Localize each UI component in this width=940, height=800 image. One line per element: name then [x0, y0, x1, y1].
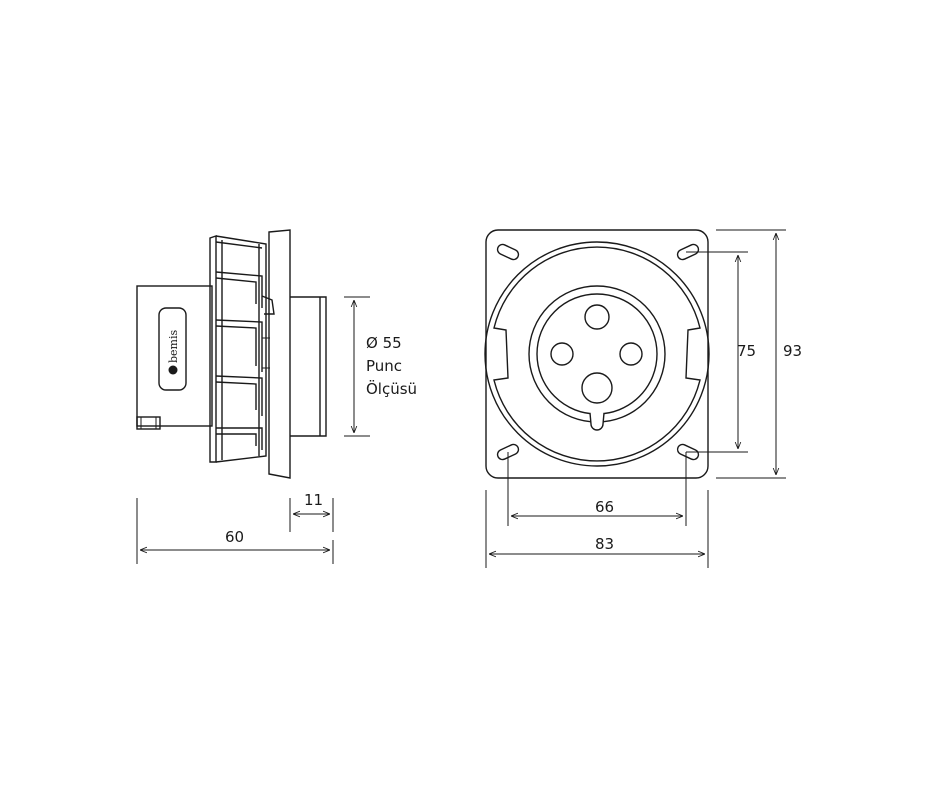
- pin-hole-top: [584, 304, 610, 330]
- hole-vertical-dimension-value: 75: [737, 342, 756, 360]
- bemis-logo: bemis: [167, 330, 180, 375]
- depth-dimension-value: 60: [225, 528, 244, 546]
- brand-badge: [158, 307, 187, 391]
- mounting-plate: [485, 229, 709, 479]
- side-view: bemis: [136, 229, 417, 564]
- mounting-flange: [268, 229, 291, 479]
- front-socket: [290, 296, 327, 437]
- socket-face-outer: [528, 285, 666, 423]
- diameter-label: Ø 55: [366, 334, 402, 352]
- outer-ring: [484, 241, 710, 467]
- ribbed-body: [209, 235, 275, 463]
- key-notch: [589, 412, 605, 431]
- mounting-slot-top-right: [676, 243, 700, 261]
- clamp-detail: [136, 416, 161, 430]
- socket-face-inner: [536, 293, 658, 415]
- hole-horizontal-dimension-value: 66: [595, 498, 614, 516]
- pin-hole-bottom: [581, 372, 613, 404]
- plate-horizontal-dimension-value: 83: [595, 535, 614, 553]
- plate-vertical-dimension-value: 93: [783, 342, 802, 360]
- pin-hole-left: [550, 342, 574, 366]
- brand-text: bemis: [167, 330, 180, 364]
- punch-label: Punc: [366, 357, 402, 375]
- pin-hole-right: [619, 342, 643, 366]
- mounting-slot-top-left: [496, 243, 520, 261]
- rear-housing: [136, 285, 213, 427]
- size-label: Ölçüsü: [366, 379, 417, 398]
- mounting-slot-bottom-left: [496, 443, 520, 461]
- front-dimension-value: 11: [304, 491, 323, 509]
- front-view: 75 93 66 83: [484, 229, 802, 568]
- inner-ring: [493, 246, 701, 462]
